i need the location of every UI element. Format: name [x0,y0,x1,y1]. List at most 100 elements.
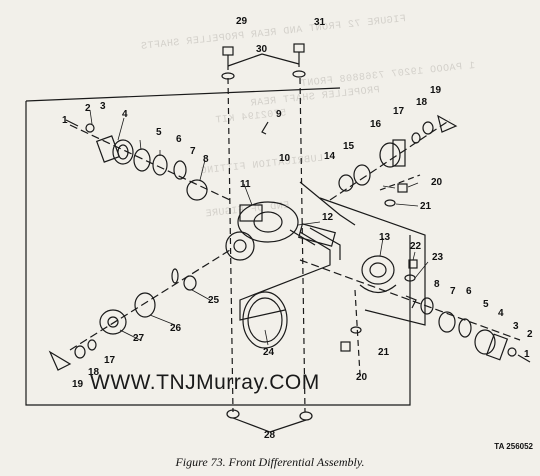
bolt-31 [292,43,306,78]
callout-7: 7 [190,146,196,157]
callout-7-right: 7 [450,286,456,297]
bearing-15 [353,164,371,186]
callout-23: 23 [432,252,444,263]
callout-21-lower: 21 [378,347,390,358]
callout-10: 10 [279,153,291,164]
callout-20-lower: 20 [356,372,368,383]
callout-31: 31 [314,17,326,28]
bolt-2-right [517,354,531,363]
callout-20: 20 [431,177,443,188]
callout-29: 29 [236,16,248,27]
callout-12: 12 [322,212,334,223]
flange-yoke-left-upper [95,135,134,165]
figure-code: TA 256052 [494,442,533,451]
seal-26 [134,292,156,318]
callout-5: 5 [156,127,162,138]
callout-17-lower: 17 [104,355,116,366]
harness-12 [239,231,331,321]
callout-6-right: 6 [466,286,472,297]
ring-7 [171,268,179,284]
callout-18: 18 [416,97,428,108]
leader-28 [232,417,307,433]
callout-24: 24 [263,347,275,358]
bolt-20-lower [340,341,351,352]
cone-4-right [458,318,472,338]
callout-3-right: 3 [513,321,519,332]
callout-27: 27 [133,333,145,344]
callout-25: 25 [208,295,220,306]
callout-8-right: 8 [434,279,440,290]
callout-6: 6 [176,134,182,145]
washer-3-right [507,347,517,357]
gasket-24-inner [247,297,283,343]
gasket-24 [242,291,288,349]
washer-21-upper [384,199,396,207]
right-housing-centerline [379,174,421,191]
callout-26: 26 [170,323,182,334]
spacer-8 [405,295,417,309]
retainer-19-lower [48,350,72,371]
nut-18-lower [74,345,86,359]
callout-1: 1 [62,115,68,126]
callout-30: 30 [256,44,268,55]
lower-left-centerline [69,249,231,351]
bolt-20-upper [397,183,408,193]
flange-27 [99,309,127,335]
leader-30 [227,53,300,67]
seal-6-right [420,297,434,315]
callout-11: 11 [240,179,251,190]
callout-17: 17 [393,106,405,117]
callout-14: 14 [324,151,336,162]
shim-7 [173,160,187,180]
flange-yoke-right-lower [474,329,509,361]
bearing-cup-6 [152,154,168,176]
callout-8: 8 [203,154,209,165]
callout-16: 16 [370,119,382,130]
callout-15: 15 [343,141,355,152]
harness-12-b [309,227,341,260]
callout-18-lower: 18 [88,367,100,378]
callout-1-right: 1 [524,349,530,360]
callout-19: 19 [430,85,442,96]
yoke-16 [379,139,406,168]
retainer-19 [437,114,458,133]
callout-5-right: 5 [483,299,489,310]
callout-2-right: 2 [527,329,533,340]
nut-28-right [299,411,313,421]
cover-13 [359,255,397,294]
callout-4: 4 [122,109,128,120]
bolt-centerline [299,77,306,413]
callout-28: 28 [264,430,276,441]
callout-9: 9 [276,109,282,120]
cup-5-right [438,311,456,333]
seal-5 [133,148,151,172]
callout-3: 3 [100,101,106,112]
washer-21-lower [350,326,362,334]
callout-19-lower: 19 [72,379,84,390]
bolt-29 [221,46,235,80]
watermark-url: WWW.TNJMurray.COM [90,371,320,394]
callout-4-right: 4 [498,308,504,319]
washer-17 [411,132,421,144]
bolt-2 [65,119,79,127]
seal-14 [338,174,354,192]
fitting-9 [261,121,269,135]
assembly-frame-top [25,87,341,102]
cone-8 [186,179,208,201]
figure-caption: Figure 73. Front Differential Assembly. [175,455,365,469]
callout-21: 21 [420,201,432,212]
nut-18 [422,121,434,135]
ring-25 [183,275,197,291]
lower-right-centerline [299,259,521,341]
washer-17-lower [87,339,97,351]
carrier-bracket-outline [299,181,356,226]
washer-3 [85,123,95,133]
callout-2: 2 [85,103,91,114]
callout-13: 13 [379,232,391,243]
assembly-frame [25,101,411,406]
differential-carrier-11 [225,201,336,261]
bolt-centerline [227,77,234,413]
axle-housing-outline [319,197,426,326]
